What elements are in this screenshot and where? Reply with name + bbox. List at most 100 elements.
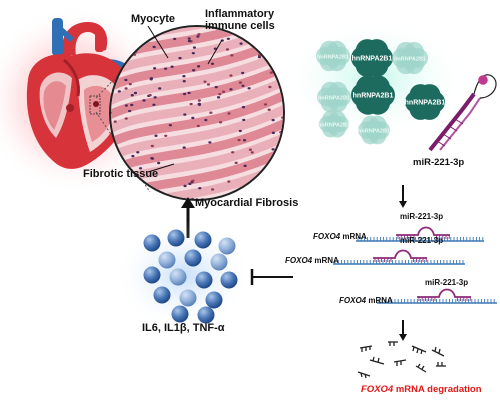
immune-cell-dot — [128, 82, 132, 86]
immune-cell-dot — [196, 65, 201, 68]
immune-cell-dot — [131, 154, 135, 158]
immune-cell-dot — [287, 138, 290, 140]
immune-cell-dot — [170, 65, 174, 68]
immune-cell-dot — [152, 103, 156, 106]
immune-cell-dot — [153, 67, 157, 70]
immune-cell-dot — [271, 148, 275, 151]
immune-cell-dot — [271, 118, 275, 122]
immune-cell-dot — [171, 200, 174, 202]
immune-cell-dot — [187, 91, 191, 95]
immune-cell-dot — [208, 141, 212, 144]
immune-cell — [194, 231, 212, 249]
immune-cell — [158, 251, 176, 269]
immune-cell-dot — [248, 148, 253, 151]
immune-cell-dot — [238, 129, 242, 133]
immune-cell-dot — [117, 192, 121, 196]
immune-cell-dot — [267, 108, 271, 111]
immune-cell-dot — [278, 168, 282, 171]
immune-cell-dot — [239, 42, 243, 45]
mirna-hairpin — [428, 74, 497, 152]
immune-cell-dot — [282, 167, 283, 170]
immune-cell-dot — [271, 131, 275, 135]
immune-cell-dot — [197, 103, 202, 106]
immune-cell-dot — [113, 120, 117, 123]
zoom-region — [89, 95, 101, 115]
immune-cell-dot — [192, 46, 197, 49]
immune-cell-dot — [164, 67, 168, 70]
immune-cell-dot — [229, 88, 233, 91]
immune-cell-dot — [158, 87, 162, 90]
immune-cell-dot — [225, 48, 230, 51]
hnrnpa2b1-protein: hnRNPA2B1 — [392, 41, 428, 75]
immune-cell — [169, 268, 187, 286]
mrna-label-3: FOXO4 mRNA — [339, 296, 393, 305]
immune-cell-dot — [209, 111, 213, 114]
protein-label: hnRNPA2B1 — [318, 123, 350, 129]
degraded-fragments — [357, 341, 446, 379]
down-arrow-2-head — [399, 334, 407, 341]
immune-cell-dot — [173, 37, 177, 41]
hnrnpa2b1-protein: hnRNPA2B1 — [405, 84, 445, 120]
immune-cell-dot — [124, 104, 129, 107]
immune-cells — [143, 229, 238, 324]
immune-cell-dot — [130, 185, 134, 189]
immune-cell — [153, 286, 171, 304]
immune-cell-dot — [183, 184, 187, 188]
immune-cell-dot — [124, 117, 128, 120]
immune-cell-dot — [211, 188, 215, 191]
mirna-label-2: miR-221-3p — [400, 236, 444, 245]
immune-cell-dot — [241, 71, 245, 75]
immune-cell-dot — [154, 134, 158, 137]
foxo4-mrna-strand — [333, 249, 465, 265]
immune-cell-dot — [196, 124, 200, 128]
immune-cell-dot — [191, 51, 195, 55]
immune-cell-dot — [178, 56, 182, 60]
mrna-text: mRNA — [314, 256, 339, 265]
protein-label: hnRNPA2B1 — [353, 93, 394, 100]
mrna-text: mRNA — [342, 232, 367, 241]
mrna-group — [333, 226, 497, 304]
hnrnpa2b1-protein: hnRNPA2B1 — [318, 110, 350, 138]
immune-cell-dot — [227, 180, 231, 183]
immune-cell-dot — [122, 181, 126, 185]
immune-cell-dot — [216, 96, 221, 99]
immune-cell-dot — [221, 90, 226, 93]
mirna-label-3: miR-221-3p — [425, 278, 469, 287]
immune-cell-dot — [286, 104, 289, 106]
immune-cell-dot — [128, 109, 132, 113]
immune-cell-dot — [244, 35, 248, 39]
immune-cell-dot — [242, 118, 246, 122]
immune-cell-dot — [148, 94, 152, 97]
protein-label: hnRNPA2B1 — [358, 129, 390, 135]
myocyte-pointer — [147, 25, 169, 59]
immune-cell-dot — [234, 161, 238, 165]
hnrnpa2b1-protein: hnRNPA2B1 — [316, 40, 350, 72]
immune-cell-dot — [122, 190, 126, 193]
immune-cell-dot — [287, 142, 290, 144]
inflammatory-label: Inflammatory immune cells — [205, 8, 275, 32]
foxo4-text: FOXO4 — [339, 296, 367, 305]
immune-cell-dot — [124, 87, 128, 90]
immune-cell-dot — [187, 39, 192, 43]
immune-cell — [167, 229, 185, 247]
immune-cell-dot — [218, 121, 223, 124]
immune-cell — [184, 249, 202, 267]
immune-cell-dot — [269, 71, 273, 74]
foxo4-text: FOXO4 — [313, 232, 341, 241]
immune-cell-dot — [182, 80, 186, 83]
immune-cell-dot — [136, 151, 140, 154]
mrna-text: mRNA — [368, 296, 393, 305]
immune-cell-dot — [237, 138, 241, 142]
mrna-label-1: FOXO4 mRNA — [313, 232, 367, 241]
mrna-label-2: FOXO4 mRNA — [285, 256, 339, 265]
immune-cell-dot — [247, 87, 251, 90]
immune-cell-dot — [189, 102, 193, 106]
degradation-text: mRNA degradation — [395, 384, 482, 395]
immune-cell — [143, 234, 161, 252]
protein-complex: hnRNPA2B1 hnRNPA2B1 hnRNPA2B1 hnRNPA2B1 hnRN… — [316, 39, 445, 145]
foxo4-text: FOXO4 — [285, 256, 313, 265]
immune-cell-dot — [230, 54, 234, 57]
immune-cell-dot — [150, 156, 154, 160]
immune-cell-dot — [190, 197, 195, 199]
immune-cell-dot — [117, 90, 121, 93]
